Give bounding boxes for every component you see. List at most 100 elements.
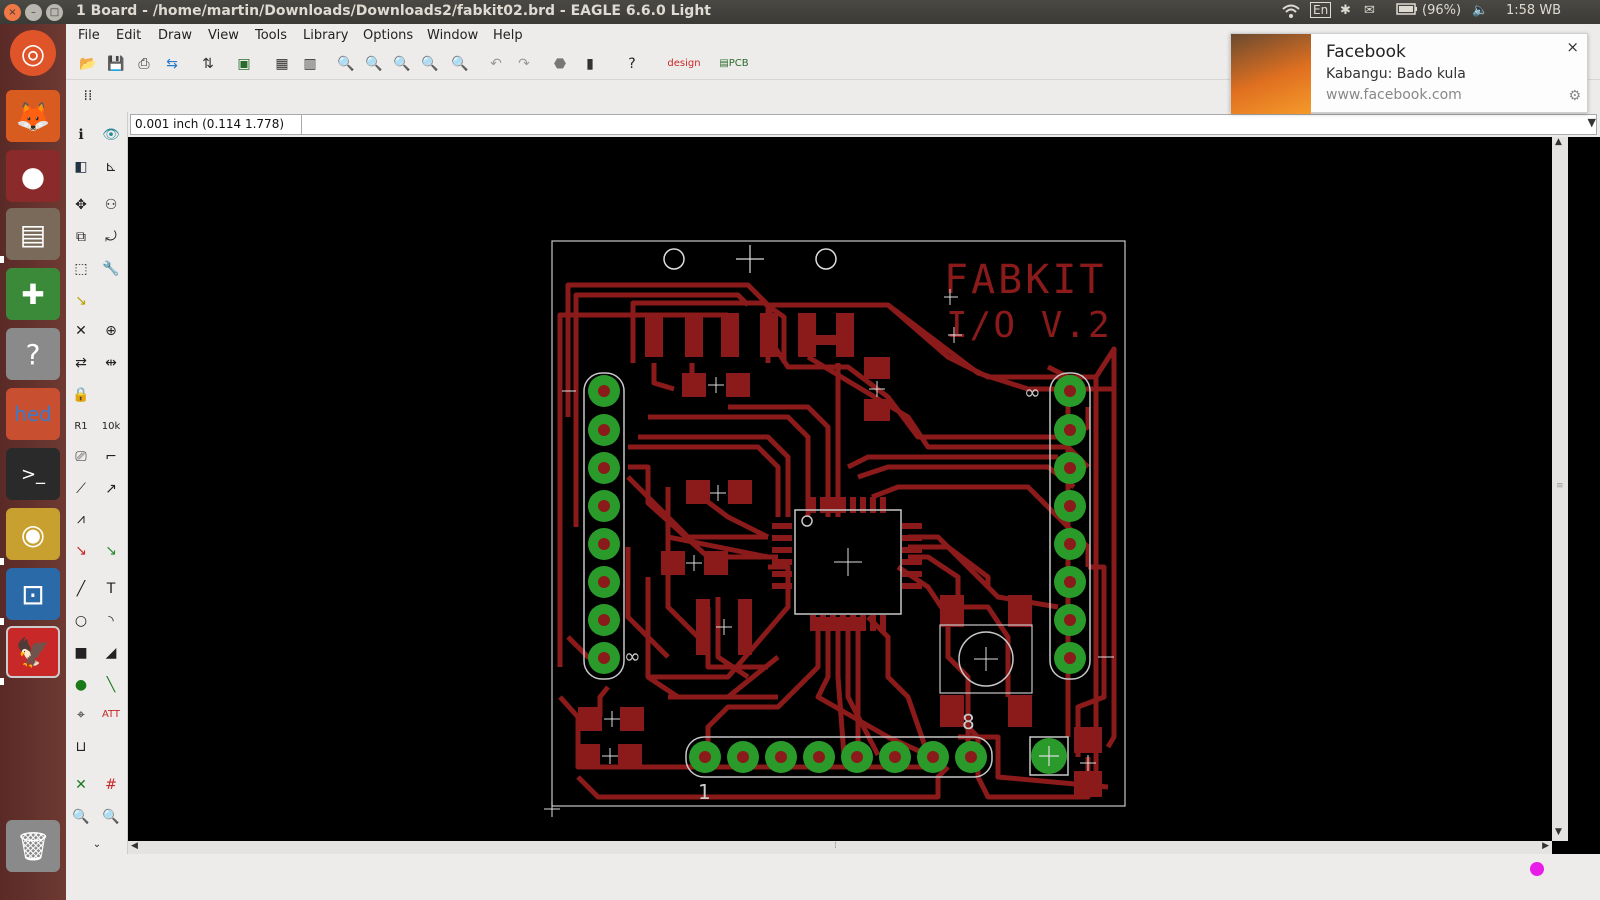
firefox-icon[interactable]: 🦊 xyxy=(6,90,60,142)
scroll-right-icon[interactable]: ▶ xyxy=(1542,841,1549,851)
close-icon[interactable]: × xyxy=(1566,38,1579,56)
route-icon[interactable]: ↘ xyxy=(75,543,87,559)
open-icon[interactable]: 📂 xyxy=(79,56,97,72)
mail-icon[interactable]: ✉ xyxy=(1364,3,1375,18)
ratsnest-icon[interactable]: ✕ xyxy=(75,777,87,793)
zoom-out-icon[interactable]: 🔍 xyxy=(393,56,411,72)
zoom-redraw-icon[interactable]: 🔍 xyxy=(421,56,439,72)
files-icon[interactable]: ▤ xyxy=(6,208,60,260)
group-icon[interactable]: ⬚ xyxy=(74,261,88,277)
menu-file[interactable]: File xyxy=(78,28,100,43)
notification-bubble[interactable]: Facebook Kabangu: Bado kula www.facebook… xyxy=(1230,33,1588,114)
menu-options[interactable]: Options xyxy=(363,28,414,43)
zoom-fit-icon[interactable]: 🔍 xyxy=(337,56,355,72)
change-icon[interactable]: 🔧 xyxy=(102,261,120,277)
menu-draw[interactable]: Draw xyxy=(158,28,192,43)
gear-icon[interactable]: ⚙ xyxy=(1568,88,1581,104)
eagle-icon[interactable]: 🦅 xyxy=(6,626,60,678)
volume-icon[interactable]: 🔈 xyxy=(1472,3,1489,18)
bluetooth-icon[interactable]: ✱ xyxy=(1340,3,1351,18)
chevron-down-icon[interactable]: ⌄ xyxy=(92,839,102,850)
board-canvas[interactable]: FABKIT I/O V.2 xyxy=(128,137,1552,841)
signal-icon[interactable]: ╲ xyxy=(106,677,116,693)
split-icon[interactable]: ⟋ xyxy=(76,481,86,497)
drc-icon[interactable]: 🔍 xyxy=(102,809,120,825)
ubuntu-icon[interactable]: ◎ xyxy=(10,30,56,76)
replace-icon[interactable]: ⇄ xyxy=(75,355,87,371)
keyboard-indicator[interactable]: En xyxy=(1310,2,1332,18)
run-icon[interactable]: ▥ xyxy=(303,56,317,72)
delete-icon[interactable]: ✕ xyxy=(75,323,87,339)
help-icon[interactable]: ? xyxy=(628,56,636,72)
scroll-left-icon[interactable]: ◀ xyxy=(131,841,138,851)
download-icon[interactable]: ✚ xyxy=(6,268,60,320)
menu-edit[interactable]: Edit xyxy=(116,28,142,43)
rect-icon[interactable]: ■ xyxy=(74,645,88,661)
menu-help[interactable]: Help xyxy=(493,28,523,43)
vertical-scrollbar[interactable]: ▲ ≡ ▼ xyxy=(1552,137,1568,841)
copy-icon[interactable]: ⚇ xyxy=(104,197,118,213)
arc-icon[interactable]: ◝ xyxy=(108,613,114,629)
polygon-icon[interactable]: ◢ xyxy=(105,645,117,661)
grid-icon[interactable]: ⁞⁞ xyxy=(83,88,93,104)
dimension-icon[interactable]: ⊔ xyxy=(75,739,87,755)
move-icon[interactable]: ✥ xyxy=(75,197,87,213)
scroll-up-icon[interactable]: ▲ xyxy=(1555,137,1562,147)
mark-icon[interactable]: ⊾ xyxy=(105,159,117,175)
design-link-icon[interactable]: design xyxy=(667,58,701,69)
battery-icon[interactable] xyxy=(1396,3,1418,19)
window-close-button[interactable]: × xyxy=(4,4,21,21)
stop-icon[interactable]: ⬣ xyxy=(553,56,567,72)
menu-tools[interactable]: Tools xyxy=(255,28,288,43)
show-icon[interactable]: 👁 xyxy=(102,127,120,143)
horizontal-scrollbar[interactable]: ◀ ⁞ ▶ xyxy=(128,841,1552,854)
autorouter-icon[interactable]: # xyxy=(105,777,117,793)
pcb-quote-icon[interactable]: ▤PCB xyxy=(719,58,749,69)
hole-icon[interactable]: ⌖ xyxy=(77,707,85,723)
window-minimize-button[interactable]: – xyxy=(25,4,42,21)
info-icon[interactable]: ℹ xyxy=(78,127,84,143)
hed-icon[interactable]: hed xyxy=(6,388,60,440)
rotate-icon[interactable]: ⤾ xyxy=(105,229,117,245)
ulp-icon[interactable]: ▣ xyxy=(237,56,251,72)
miter-icon[interactable]: ⌐ xyxy=(105,449,117,465)
value-icon[interactable]: 10k xyxy=(101,421,121,432)
via-icon[interactable]: ● xyxy=(74,677,88,693)
menu-window[interactable]: Window xyxy=(427,28,479,43)
zoom-select-icon[interactable]: 🔍 xyxy=(451,56,469,72)
name-icon[interactable]: R1 xyxy=(74,421,88,432)
help-icon[interactable]: ? xyxy=(6,328,60,380)
smash-icon[interactable]: ⎚ xyxy=(75,449,87,465)
lock-icon[interactable]: ⇹ xyxy=(105,355,117,371)
optimize-icon[interactable]: ↗ xyxy=(105,481,117,497)
add-icon[interactable]: ⊕ xyxy=(105,323,117,339)
scroll-grip-icon[interactable]: ≡ xyxy=(1556,481,1564,491)
undo-icon[interactable]: ↶ xyxy=(490,56,502,72)
status-indicator-icon[interactable] xyxy=(1530,862,1544,876)
go-icon[interactable]: ▮ xyxy=(586,56,594,72)
command-history-dropdown-icon[interactable]: ▼ xyxy=(1587,116,1596,129)
terminal-icon[interactable]: >_ xyxy=(6,448,60,500)
save-icon[interactable]: 💾 xyxy=(107,56,125,72)
chrome-icon[interactable]: ◉ xyxy=(6,508,60,560)
print-icon[interactable]: ⎙ xyxy=(138,56,150,72)
app-icon[interactable]: ● xyxy=(6,150,60,202)
circle-icon[interactable]: ○ xyxy=(74,613,88,629)
script-icon[interactable]: ▦ xyxy=(275,56,289,72)
zoom-in-icon[interactable]: 🔍 xyxy=(365,56,383,72)
board-switch-icon[interactable]: ⇅ xyxy=(202,56,214,72)
attribute-icon[interactable]: ATT xyxy=(101,709,121,720)
mirror-icon[interactable]: ⧉ xyxy=(76,229,86,245)
wifi-icon[interactable] xyxy=(1282,3,1300,23)
scroll-grip-icon[interactable]: ⁞ xyxy=(834,841,837,851)
redo-icon[interactable]: ↷ xyxy=(518,56,530,72)
paste-icon[interactable]: ↘ xyxy=(75,293,87,309)
notification-url[interactable]: www.facebook.com xyxy=(1326,87,1462,103)
command-input[interactable] xyxy=(301,114,1597,135)
erc-icon[interactable]: 🔍 xyxy=(72,809,90,825)
lock-part-icon[interactable]: 🔒 xyxy=(72,387,90,403)
window-maximize-button[interactable]: □ xyxy=(46,4,63,21)
remote-icon[interactable]: ⊡ xyxy=(6,568,60,620)
menu-library[interactable]: Library xyxy=(303,28,349,43)
ripup-icon[interactable]: ↘ xyxy=(105,543,117,559)
